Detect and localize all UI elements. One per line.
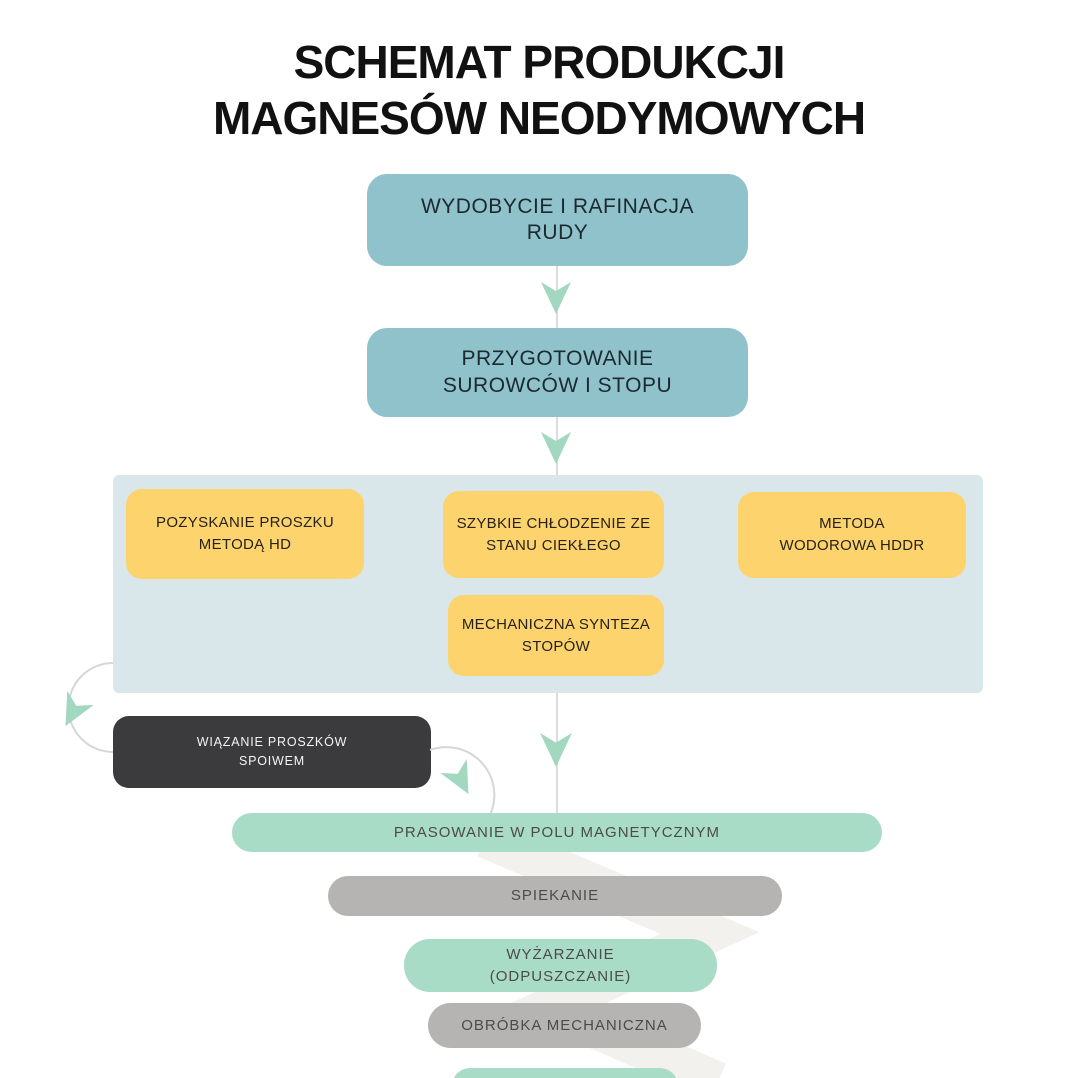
method-hd-label: POZYSKANIE PROSZKU METODĄ HD bbox=[156, 514, 334, 553]
method-hddr-label: METODA WODOROWA HDDR bbox=[779, 515, 925, 554]
step-alloy-preparation-box: PRZYGOTOWANIE SUROWCÓW I STOPU bbox=[367, 328, 748, 417]
page-title-line1: SCHEMAT PRODUKCJI bbox=[293, 36, 786, 88]
step-alloy-preparation-label: PRZYGOTOWANIE SUROWCÓW I STOPU bbox=[442, 347, 673, 397]
pipeline-next-step-pill-cutoff bbox=[452, 1068, 678, 1078]
pipeline-pressing-pill: PRASOWANIE W POLU MAGNETYCZNYM bbox=[232, 813, 882, 852]
bonded-powders-label: WIĄZANIE PROSZKÓW SPOIWEM bbox=[196, 735, 348, 768]
page-title-line2: MAGNESÓW NEODYMOWYCH bbox=[212, 92, 866, 145]
method-hddr-box: METODA WODOROWA HDDR bbox=[738, 492, 966, 578]
method-rapid-cooling-label: SZYBKIE CHŁODZENIE ZE STANU CIEKŁEGO bbox=[456, 514, 651, 554]
arrow-down-right-icon bbox=[440, 758, 482, 801]
method-hd-box: POZYSKANIE PROSZKU METODĄ HD bbox=[126, 489, 364, 579]
step-ore-mining-box: WYDOBYCIE I RAFINACJA RUDY bbox=[367, 174, 748, 266]
pipeline-pressing-label: PRASOWANIE W POLU MAGNETYCZNYM bbox=[393, 823, 721, 841]
pipeline-sintering-pill: SPIEKANIE bbox=[328, 876, 782, 916]
pipeline-annealing-label: WYŻARZANIE (ODPUSZCZANIE) bbox=[489, 945, 632, 985]
method-rapid-cooling-box: SZYBKIE CHŁODZENIE ZE STANU CIEKŁEGO bbox=[443, 491, 664, 578]
pipeline-machining-pill: OBRÓBKA MECHANICZNA bbox=[428, 1003, 701, 1048]
step-ore-mining-label: WYDOBYCIE I RAFINACJA RUDY bbox=[420, 194, 695, 244]
page-title: SCHEMAT PRODUKCJI MAGNESÓW NEODYMOWYCH bbox=[0, 34, 1078, 146]
pipeline-sintering-label: SPIEKANIE bbox=[510, 887, 600, 905]
arrow-down-icon bbox=[541, 432, 571, 464]
bonded-powders-box: WIĄZANIE PROSZKÓW SPOIWEM bbox=[113, 716, 431, 788]
arrow-down-icon bbox=[541, 282, 571, 314]
method-mechanical-alloying-label: MECHANICZNA SYNTEZA STOPÓW bbox=[461, 615, 651, 655]
arrow-down-left-icon bbox=[52, 690, 94, 733]
arrow-down-icon bbox=[540, 733, 572, 767]
curved-connector-right bbox=[429, 746, 496, 816]
method-mechanical-alloying-box: MECHANICZNA SYNTEZA STOPÓW bbox=[448, 595, 664, 676]
pipeline-annealing-pill: WYŻARZANIE (ODPUSZCZANIE) bbox=[404, 939, 717, 992]
pipeline-machining-label: OBRÓBKA MECHANICZNA bbox=[461, 1016, 668, 1034]
